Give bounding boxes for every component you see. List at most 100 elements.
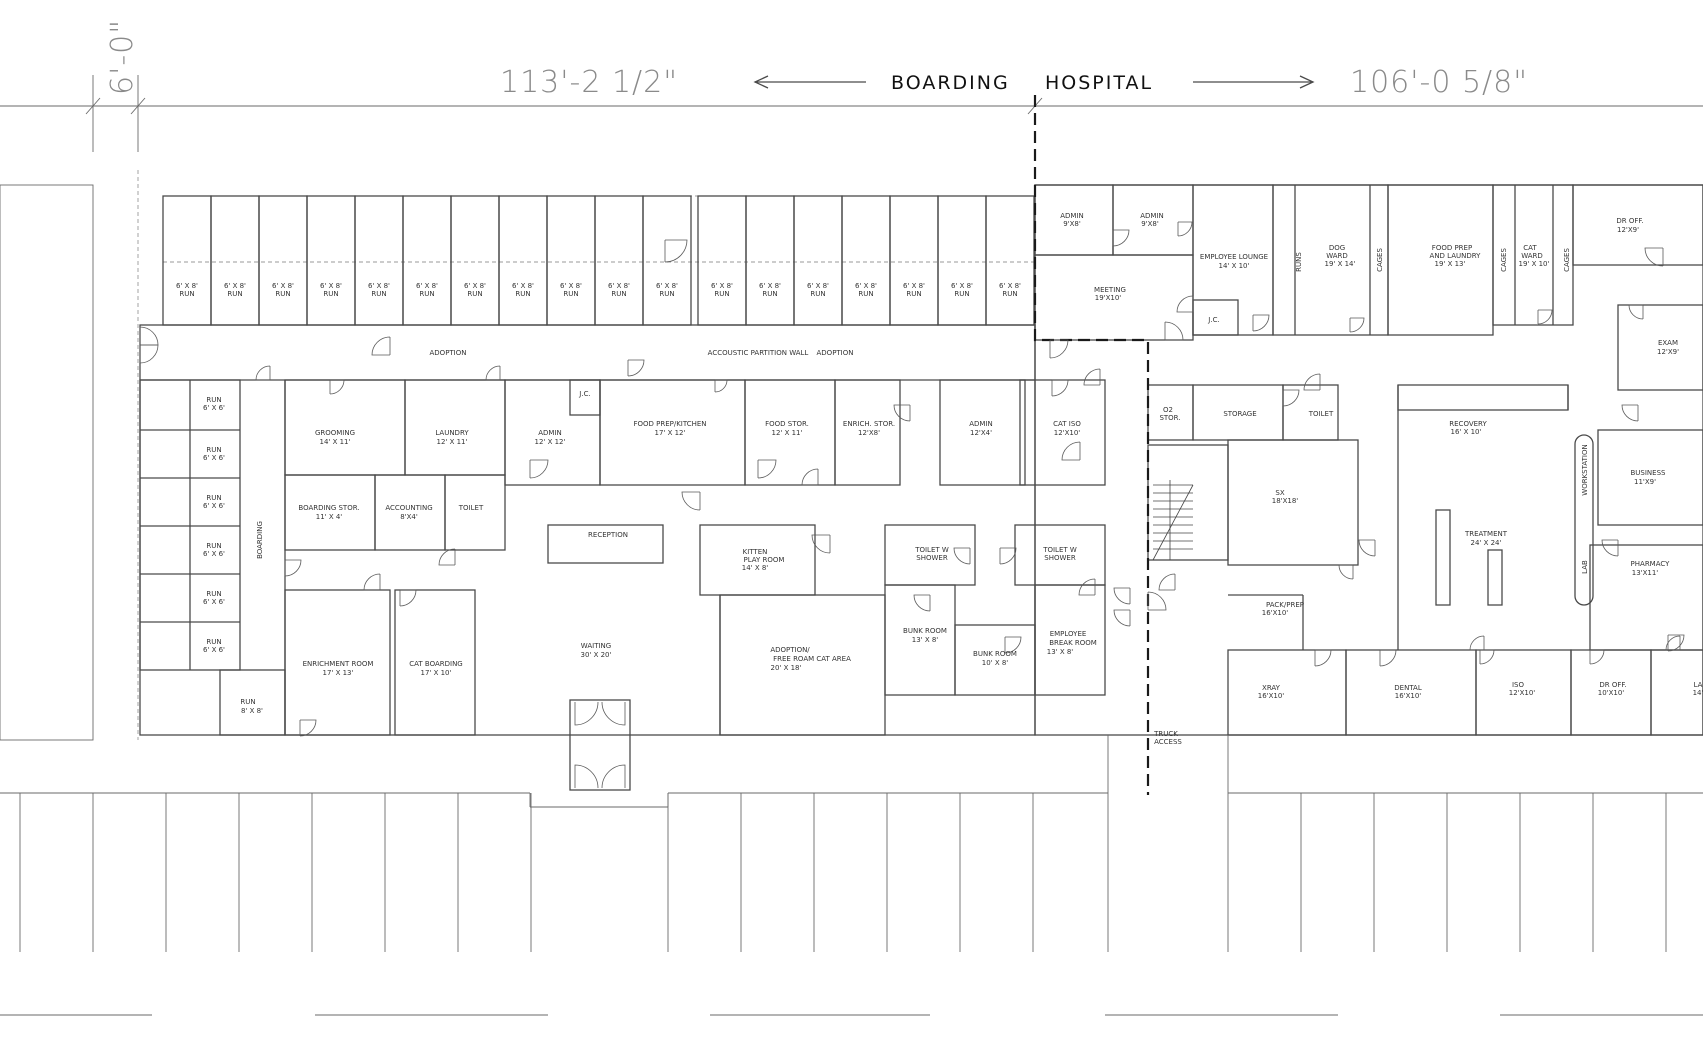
room-label: PHARMACY: [1631, 560, 1671, 568]
room-size: 19' X 13': [1435, 260, 1466, 268]
dog-run: [498, 195, 548, 326]
door-swing: [529, 459, 549, 479]
room-size: 12'X8': [858, 429, 880, 437]
run-size: 6' X 8': [855, 282, 877, 290]
exterior-outline: [0, 170, 1035, 741]
dog-run: [697, 195, 747, 326]
zone-divider: [1033, 95, 1150, 795]
door-swing: [1282, 389, 1300, 407]
room-label: PLAY ROOM: [744, 556, 785, 564]
run-size: 6' X 6': [203, 646, 225, 654]
room-label: DR OFF.: [1616, 217, 1643, 225]
room-size: 14': [1693, 689, 1703, 697]
run-label: RUN: [611, 290, 626, 298]
door-swing: [1537, 309, 1553, 325]
dog-run: [258, 195, 308, 326]
run-size: 6' X 6': [203, 550, 225, 558]
door-swing: [363, 573, 381, 591]
door-swing: [329, 379, 345, 395]
run-label: RUN: [371, 290, 386, 298]
run-size: 6' X 8': [807, 282, 829, 290]
room-label: SHOWER: [916, 554, 948, 562]
room-label: PACK/PREP: [1266, 601, 1304, 609]
door-swing: [1469, 635, 1485, 651]
door-swing: [1665, 635, 1681, 651]
stair-break: [1152, 484, 1194, 561]
run-size: 6' X 8': [272, 282, 294, 290]
stairs: [1152, 480, 1194, 561]
door-swing: [1358, 539, 1376, 557]
room-size: 10'X10': [1598, 689, 1625, 697]
room-label: TOILET W: [1042, 546, 1077, 554]
door-swing: [284, 559, 302, 577]
door-swing: [1176, 295, 1194, 313]
room-size: 30' X 20': [581, 651, 612, 659]
room-label: ADMIN: [1060, 212, 1084, 220]
door-swing: [139, 344, 159, 364]
room-size: 13' X 8': [1047, 648, 1074, 656]
door-swing: [485, 365, 501, 381]
room-label: FREE ROAM CAT AREA: [773, 655, 851, 663]
room-label: DR OFF.: [1599, 681, 1626, 689]
room-label: RECEPTION: [588, 531, 628, 539]
room-label: BUSINESS: [1631, 469, 1667, 477]
dog-run: [594, 195, 644, 326]
room-size: 12'X4': [970, 429, 992, 437]
room-size: 13'X11': [1632, 569, 1659, 577]
room-label: J.C.: [1207, 316, 1219, 324]
room-label: J.C.: [578, 390, 590, 398]
room-label: FOOD PREP: [1432, 244, 1472, 252]
room-size: 20' X 18': [771, 664, 802, 672]
room-size: 12'X10': [1509, 689, 1536, 697]
room-label: TOILET: [1308, 410, 1334, 418]
room-label: RECOVERY: [1449, 420, 1487, 428]
door-swing: [664, 239, 688, 263]
run-size: 6' X 8': [368, 282, 390, 290]
room-label: SHOWER: [1044, 554, 1076, 562]
run-size: 6' X 6': [203, 598, 225, 606]
door-swing: [371, 336, 391, 356]
room-label: SX: [1275, 489, 1284, 497]
dog-run: [354, 195, 404, 326]
run-label: RUN: [419, 290, 434, 298]
door-swing: [681, 491, 701, 511]
boarding-dimension: 113'-2 1/2": [500, 65, 678, 100]
door-swing: [139, 326, 159, 346]
door-swing: [913, 594, 931, 612]
door-swing: [1589, 649, 1605, 665]
room-label: ACCOUNTING: [385, 504, 432, 512]
room-label: XRAY: [1262, 684, 1281, 692]
run-size: 6' X 8': [999, 282, 1021, 290]
doors: [139, 221, 1685, 789]
room-labels: ADOPTION ACCOUSTIC PARTITION WALL ADOPTI…: [240, 212, 1703, 746]
room-label: BUNK ROOM: [903, 627, 947, 635]
door-swing: [1164, 321, 1184, 341]
run-size: 6' X 8': [951, 282, 973, 290]
room-size: 12' X 11': [772, 429, 803, 437]
door-swing: [1621, 404, 1639, 422]
dog-run: [841, 195, 891, 326]
room-label: ISO: [1512, 681, 1525, 689]
door-swing: [953, 547, 971, 565]
run-size: 6' X 8': [416, 282, 438, 290]
run-label: RUN: [954, 290, 969, 298]
run-size: 6' X 8': [560, 282, 582, 290]
room-label: EMPLOYEE LOUNGE: [1200, 253, 1268, 261]
room-size: 16'X10': [1262, 609, 1289, 617]
run-label: RUN: [467, 290, 482, 298]
run-label: RUN: [227, 290, 242, 298]
run-size: 6' X 6': [203, 404, 225, 412]
run-label: RUN: [1002, 290, 1017, 298]
room-size: 9'X8': [1063, 220, 1081, 228]
door-swing: [757, 459, 777, 479]
room-label: KITTEN: [743, 548, 768, 556]
room-label: ACCESS: [1154, 738, 1182, 746]
run-size: 6' X 8': [176, 282, 198, 290]
run-size: 6' X 8': [759, 282, 781, 290]
room-label: ACCOUSTIC PARTITION WALL: [708, 349, 809, 357]
room-size: 12'X10': [1054, 429, 1081, 437]
run-label: RUN: [206, 638, 221, 646]
room-size: 19' X 10': [1519, 260, 1550, 268]
room-label: WARD: [1326, 252, 1348, 260]
